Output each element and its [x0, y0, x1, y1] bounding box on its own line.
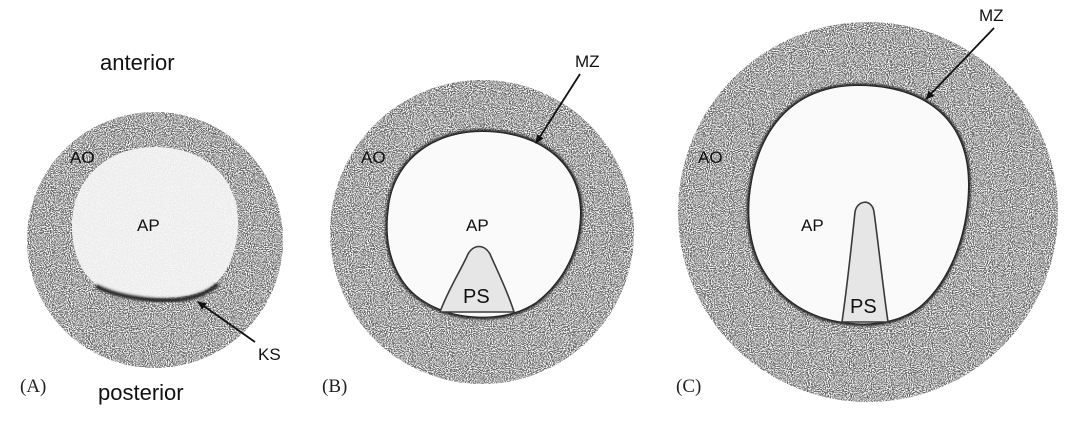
koller-sickle — [95, 282, 220, 303]
posterior-label: posterior — [98, 380, 184, 405]
label-ap-b: AP — [466, 216, 489, 235]
panel-c: AO AP PS MZ (C) — [676, 6, 1058, 402]
label-ao-a: AO — [70, 148, 95, 167]
label-ks: KS — [258, 345, 281, 364]
label-mz-b: MZ — [575, 52, 600, 71]
label-ps-c: PS — [850, 296, 877, 318]
panel-a: AO AP KS (A) — [20, 112, 283, 397]
mz-arrow-c — [925, 27, 995, 100]
area-pellucida-a-fill — [72, 147, 238, 299]
panel-letter-c: (C) — [676, 376, 701, 397]
ks-arrow — [197, 301, 256, 343]
mz-arrow-b — [535, 73, 581, 144]
label-ps-b: PS — [463, 286, 490, 308]
label-ao-c: AO — [698, 148, 723, 167]
panel-b: AO AP PS MZ (B) — [322, 52, 634, 397]
label-ap-a: AP — [137, 216, 160, 235]
primitive-streak-c — [841, 201, 889, 323]
label-mz-c: MZ — [979, 6, 1004, 25]
area-pellucida-b — [387, 132, 580, 317]
label-ao-b: AO — [361, 148, 386, 167]
panel-letter-b: (B) — [322, 376, 347, 397]
label-ap-c: AP — [801, 216, 824, 235]
anterior-label: anterior — [100, 50, 175, 75]
primitive-streak-b — [438, 245, 516, 313]
panel-letter-a: (A) — [20, 376, 46, 397]
